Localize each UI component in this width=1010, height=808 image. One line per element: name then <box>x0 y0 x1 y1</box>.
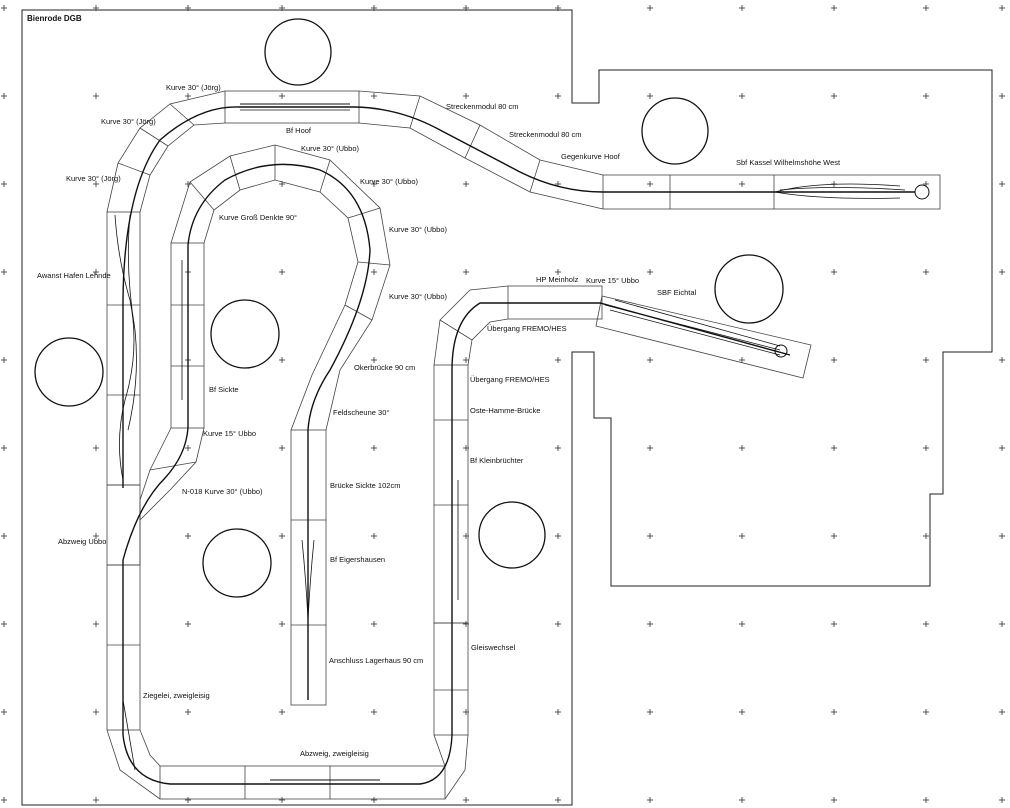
column-inner-lower <box>202 528 272 598</box>
grid-crosses <box>1 5 1005 803</box>
room-outline <box>21 9 993 806</box>
tracks <box>114 103 930 785</box>
column-top <box>264 18 332 86</box>
column-right-mid <box>714 254 784 324</box>
column-right-lower <box>478 501 546 569</box>
columns <box>34 18 784 598</box>
module-outlines <box>106 90 941 800</box>
column-left <box>34 337 104 407</box>
column-inner-upper <box>210 299 280 369</box>
column-right-top <box>641 97 709 165</box>
